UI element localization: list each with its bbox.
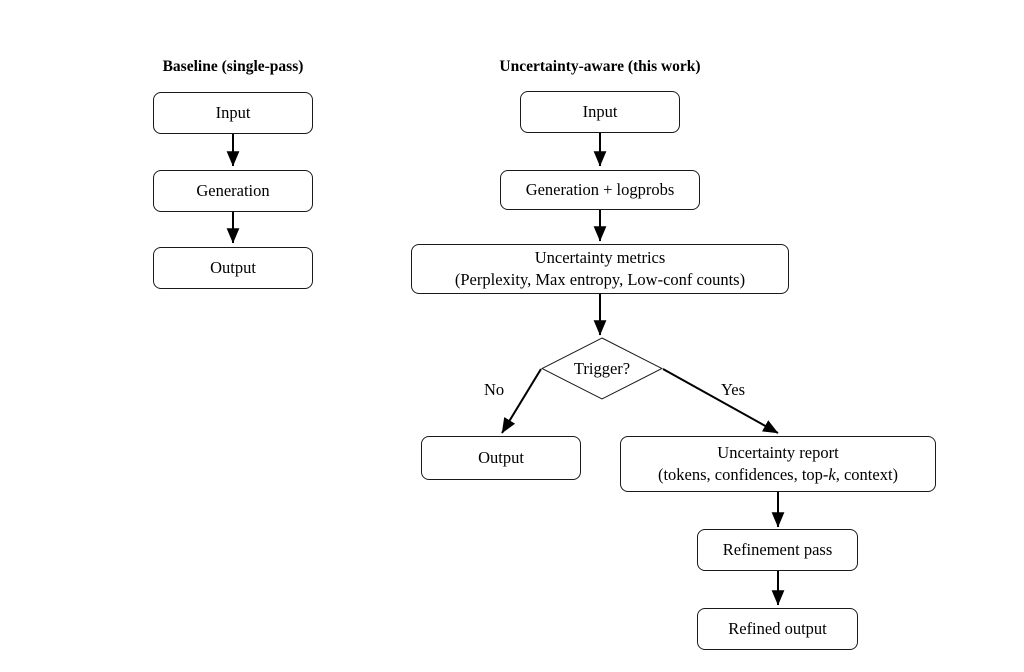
node-baseline-output[interactable]: Output [153, 247, 313, 289]
node-input[interactable]: Input [520, 91, 680, 133]
node-label-line1: Uncertainty metrics [534, 248, 666, 267]
column-heading-uncertainty-aware: Uncertainty-aware (this work) [499, 58, 701, 75]
node-generation-logprobs[interactable]: Generation + logprobs [500, 170, 700, 210]
node-uncertainty-metrics[interactable]: Uncertainty metrics (Perplexity, Max ent… [411, 244, 789, 294]
node-baseline-generation[interactable]: Generation [153, 170, 313, 212]
node-label: Refined output [728, 619, 827, 638]
column-heading-baseline: Baseline (single-pass) [162, 58, 304, 75]
node-label: Output [478, 448, 524, 467]
node-label-line2-before: (tokens, confidences, top- [657, 465, 829, 484]
node-label: Refinement pass [722, 540, 833, 559]
node-label: Generation + logprobs [525, 180, 675, 199]
node-refinement-pass[interactable]: Refinement pass [697, 529, 858, 571]
edge-label-no: No [484, 380, 505, 399]
node-uncertainty-report[interactable]: Uncertainty report (tokens, confidences,… [620, 436, 936, 492]
node-trigger-decision[interactable]: Trigger? [541, 337, 663, 400]
node-label-line2-italic-k: k [828, 465, 836, 484]
node-refined-output[interactable]: Refined output [697, 608, 858, 650]
edge-trigger-yes-to-report [662, 368, 779, 434]
node-label-line1: Uncertainty report [717, 443, 839, 462]
node-output[interactable]: Output [421, 436, 581, 480]
edge-trigger-no-to-output [501, 368, 542, 434]
node-label: Input [215, 103, 251, 122]
node-label-line2: (Perplexity, Max entropy, Low-conf count… [454, 270, 746, 289]
node-label: Output [210, 258, 256, 277]
node-baseline-input[interactable]: Input [153, 92, 313, 134]
edge-label-yes: Yes [721, 380, 746, 399]
node-label-line2: (tokens, confidences, top-k, context) [658, 464, 898, 486]
node-label: Generation [196, 181, 270, 200]
node-label-line2-after: , context) [835, 465, 899, 484]
node-label: Input [582, 102, 618, 121]
diamond-shape [541, 337, 663, 400]
node-label: Trigger? [573, 358, 631, 378]
